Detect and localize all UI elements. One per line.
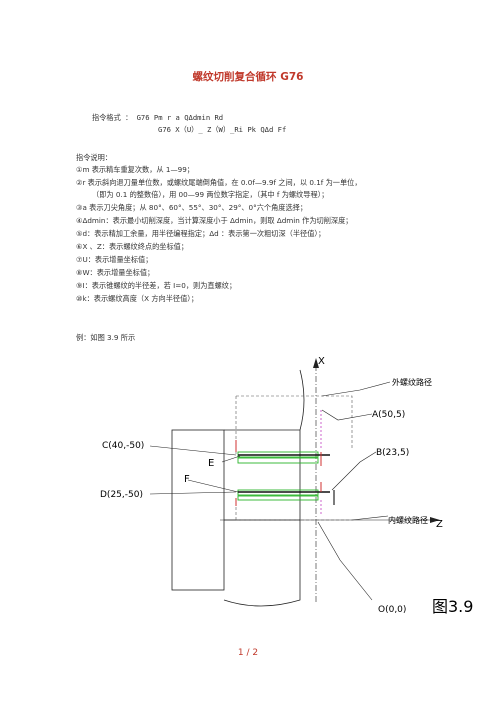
label-f: F [184,474,190,485]
chuck-block [171,429,225,591]
explain-item: ④Δdmin：表示最小切削深度，当计算深度小于 Δdmin，则取 Δdmin 作… [76,216,353,225]
example-caption: 例：如图 3.9 所示 [76,333,136,342]
label-point-d: D(25,-50) [100,490,143,500]
leader-o [317,521,373,601]
explain-item: ⑦U：表示增量坐标值； [76,255,153,264]
leader-b [331,451,377,491]
leader-c [149,445,237,456]
leader-e [221,455,241,463]
label-e: E [208,458,214,469]
explain-item: ②r 表示斜向退刀量单位数，或螺纹尾端倒角值，在 0.0f—9.9f 之间，以 … [76,178,362,187]
label-point-b: B(23,5) [376,448,409,458]
explain-heading: 指令说明： [76,153,112,162]
explain-item: ①m 表示精车重复次数，从 1—99； [76,165,194,174]
outer-path-dashed [236,395,353,450]
x-axis-arrow [313,358,319,368]
document-title: 螺纹切削复合循环 G76 [192,71,304,83]
figure-number: 图3.9 [432,597,473,616]
leader-outer [321,381,391,397]
explain-item: ⑤d：表示精加工余量，用半径编程指定；Δd ：表示第一次粗切深（半径值）； [76,229,326,238]
shaft-outline [224,429,301,521]
format-line-2: G76 X（U）_ Z（W）_Ri Pk QΔd Ff [158,125,287,134]
explain-item: ⑧W：表示增量坐标值； [76,268,155,277]
label-point-c: C(40,-50) [102,441,144,451]
leader-inner [351,515,389,521]
label-point-a: A(50,5) [372,410,405,420]
z-axis-arrow [430,517,440,523]
axis-x-label: X [318,356,325,367]
explain-item: ⑥X 、Z：表示螺纹终点的坐标值； [76,242,189,251]
leader-f [187,479,239,493]
page-indicator: 1 / 2 [237,648,259,658]
explain-item: ③a 表示刀尖角度；从 80°、60°、55°、30°、29°、0°六个角度选择… [76,203,308,212]
explain-item: ⑨I：表示锥螺纹的半径差，若 I=0，则为直螺纹； [76,281,237,290]
leader-d [149,491,237,495]
axis-z-label: Z [436,519,443,530]
leader-a [321,409,373,421]
format-line-1: 指令格式 ： G76 Pm r a QΔdmin Rd [92,113,224,122]
explain-item: （即为 0.1 的整数倍），用 00—99 两位数字指定，（其中 f 为螺纹导程… [92,190,329,199]
label-point-o: O(0,0) [378,605,406,615]
label-inner: 内螺纹路径 [388,515,428,525]
explain-item: ⑩k：表示螺纹高度（X 方向半径值）； [76,294,199,303]
label-outer: 外螺纹路径 [392,377,432,387]
